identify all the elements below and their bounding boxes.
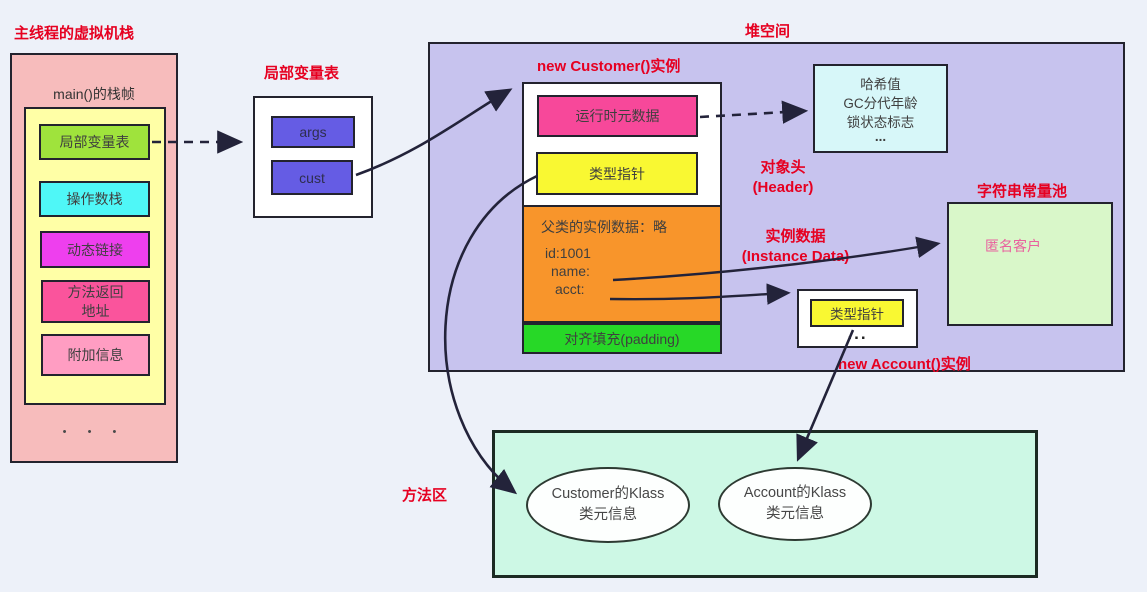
local-var-table-title: 局部变量表 bbox=[264, 65, 340, 82]
stack-item-operand-stack: 操作数栈 bbox=[39, 181, 150, 217]
stack-item-label: 局部变量表 bbox=[59, 134, 130, 150]
padding-label: 对齐填充(padding) bbox=[564, 330, 680, 347]
account-type-pointer-box: 类型指针 bbox=[810, 299, 904, 327]
mark-word-gc-age: GC分代年龄 bbox=[843, 96, 918, 111]
runtime-metadata-label: 运行时元数据 bbox=[575, 108, 660, 124]
object-header-line2: (Header) bbox=[752, 178, 814, 196]
instance-data-line2: (Instance Data) bbox=[741, 247, 850, 265]
field-name: name: bbox=[551, 263, 590, 279]
mark-word-box: 哈希值 GC分代年龄 锁状态标志 ... bbox=[813, 64, 948, 153]
klass-line1: Customer的Klass bbox=[551, 485, 665, 502]
var-label: cust bbox=[299, 169, 325, 186]
object-header-line1: 对象头 bbox=[760, 159, 806, 176]
heap-title: 堆空间 bbox=[745, 23, 791, 40]
padding-box: 对齐填充(padding) bbox=[522, 323, 722, 354]
var-slot-cust: cust bbox=[271, 160, 353, 195]
klass-line1: Account的Klass bbox=[743, 484, 847, 501]
string-pool-box bbox=[947, 202, 1113, 326]
customer-klass-ellipse: Customer的Klass 类元信息 bbox=[526, 467, 690, 543]
stack-item-return-address: 方法返回地址 bbox=[41, 280, 150, 323]
string-pool-title: 字符串常量池 bbox=[977, 183, 1068, 200]
type-pointer-label: 类型指针 bbox=[589, 165, 645, 182]
var-label: args bbox=[299, 124, 327, 140]
account-instance-label: new Account()实例 bbox=[838, 356, 971, 373]
type-pointer-label: 类型指针 bbox=[830, 307, 884, 322]
customer-instance-label: new Customer()实例 bbox=[537, 58, 681, 75]
stack-item-label: 附加信息 bbox=[67, 347, 124, 363]
klass-line2: 类元信息 bbox=[579, 507, 637, 523]
stack-item-label: 动态链接 bbox=[67, 241, 123, 258]
parent-data-label: 父类的实例数据：略 bbox=[541, 219, 667, 235]
stack-item-dynamic-linking: 动态链接 bbox=[40, 231, 150, 268]
klass-line2: 类元信息 bbox=[766, 506, 824, 522]
field-id: id:1001 bbox=[545, 245, 591, 261]
stack-item-additional-info: 附加信息 bbox=[41, 334, 150, 376]
stack-frame-title: main()的栈帧 bbox=[53, 86, 135, 102]
account-ellipsis: ... bbox=[847, 324, 868, 343]
mark-word-ellipsis: ... bbox=[874, 129, 887, 144]
customer-type-pointer-box: 类型指针 bbox=[536, 152, 698, 195]
runtime-metadata-box: 运行时元数据 bbox=[537, 95, 698, 137]
customer-instance-data-box: 父类的实例数据：略 id:1001 name: acct: bbox=[522, 205, 722, 323]
mark-word-hash: 哈希值 bbox=[860, 77, 901, 92]
string-pool-value: 匿名客户 bbox=[985, 238, 1041, 254]
stack-item-local-variable-table: 局部变量表 bbox=[39, 124, 150, 160]
mark-word-lock-flag: 锁状态标志 bbox=[846, 115, 915, 130]
stack-item-label: 方法返回地址 bbox=[67, 283, 124, 319]
account-klass-ellipse: Account的Klass 类元信息 bbox=[718, 467, 872, 541]
vm-stack-title: 主线程的虚拟机栈 bbox=[14, 25, 135, 42]
instance-data-line1: 实例数据 bbox=[765, 228, 826, 245]
instance-data-label: 实例数据 (Instance Data) bbox=[713, 227, 878, 266]
var-slot-args: args bbox=[271, 116, 355, 148]
stack-ellipsis: • • • bbox=[62, 426, 126, 438]
local-var-table-box bbox=[253, 96, 373, 218]
method-area-title: 方法区 bbox=[402, 487, 448, 504]
stack-item-label: 操作数栈 bbox=[66, 191, 123, 207]
field-acct: acct: bbox=[555, 281, 585, 297]
object-header-label: 对象头 (Header) bbox=[728, 158, 838, 197]
